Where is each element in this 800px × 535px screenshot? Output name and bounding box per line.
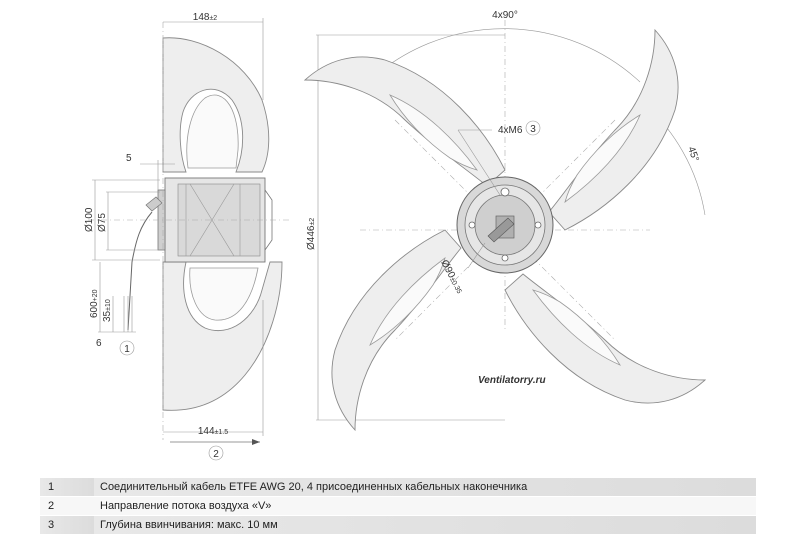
legend-table: 1 Соединительный кабель ETFE AWG 20, 4 п…	[40, 478, 756, 535]
callout-1: 1	[124, 344, 130, 355]
dim-diameter-75: Ø75	[97, 213, 108, 232]
legend-text: Глубина ввинчивания: макс. 10 мм	[94, 515, 756, 535]
legend-row: 1 Соединительный кабель ETFE AWG 20, 4 п…	[40, 478, 756, 497]
legend-number: 2	[40, 496, 94, 516]
legend-text: Направление потока воздуха «V»	[94, 496, 756, 516]
dim-width-top: 148±2	[193, 12, 218, 23]
callout-3: 3	[530, 124, 536, 135]
dim-width-bottom: 144±1.5	[198, 426, 228, 437]
dim-hub-diameter: Ø90±0.35	[438, 258, 465, 295]
dim-angle-4x90: 4x90°	[492, 10, 518, 21]
dim-strip-length: 35±10	[102, 299, 113, 322]
legend-text: Соединительный кабель ETFE AWG 20, 4 при…	[94, 478, 756, 497]
thread-label: 4xM6	[498, 125, 523, 136]
legend-number: 3	[40, 515, 94, 535]
watermark: Ventilatorry.ru	[478, 375, 546, 386]
legend-number: 1	[40, 478, 94, 497]
dim-diameter-100: Ø100	[84, 207, 95, 232]
side-view: 148±2 5 Ø100 Ø75 600+20 35±10 6 1 144±1.…	[84, 12, 290, 461]
callout-2: 2	[213, 449, 219, 460]
dim-angle-45: 45°	[685, 145, 701, 163]
legend-row: 3 Глубина ввинчивания: макс. 10 мм	[40, 515, 756, 535]
dim-end-length: 6	[96, 338, 102, 349]
dim-cable-length: 600+20	[89, 289, 100, 318]
dim-flange: 5	[126, 153, 132, 164]
front-view: Ø446±2 4x90° 45° 4xM6	[304, 10, 706, 431]
cable	[127, 211, 153, 331]
dim-outer-diameter: Ø446±2	[306, 218, 317, 250]
technical-drawing: Ventilatorry.ru 148±2	[84, 10, 706, 461]
legend-row: 2 Направление потока воздуха «V»	[40, 496, 756, 516]
